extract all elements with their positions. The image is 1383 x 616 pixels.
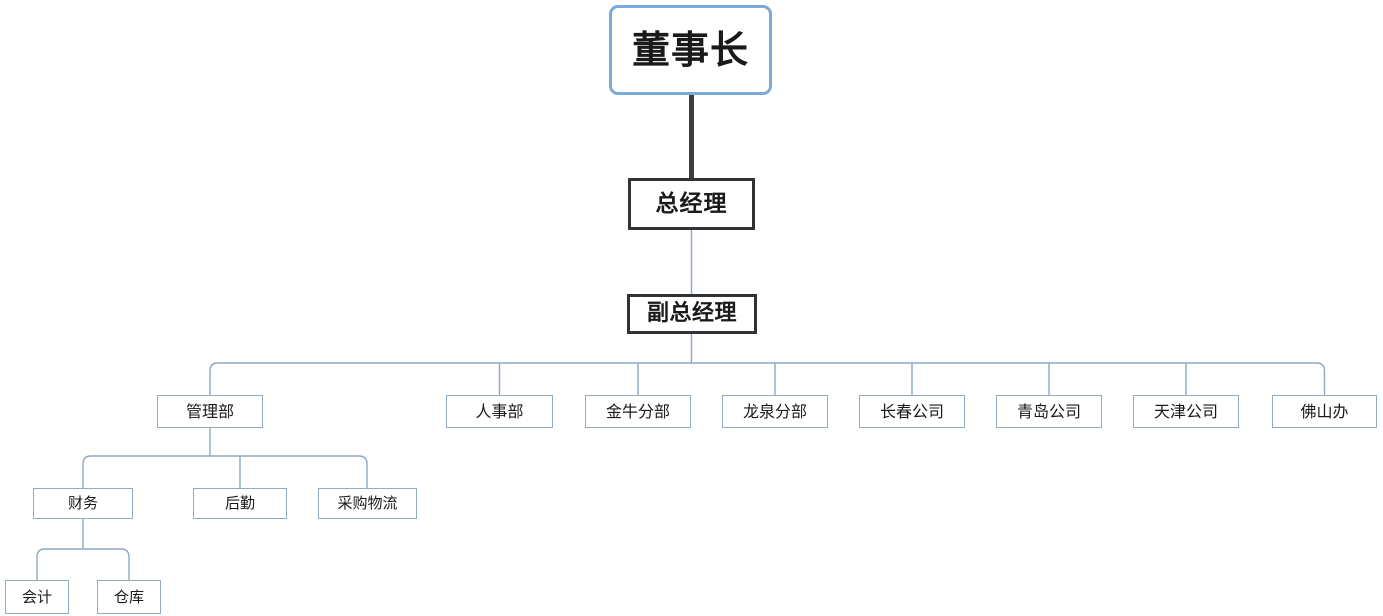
node-procurement-logistics-label: 采购物流 [337,494,398,512]
node-general-manager-label: 总经理 [655,190,728,217]
node-management-dept-label: 管理部 [185,401,234,421]
node-changchun-company-label: 长春公司 [879,401,944,421]
node-longquan-branch[interactable]: 龙泉分部 [722,395,828,428]
node-finance-label: 财务 [67,494,98,512]
node-changchun-company[interactable]: 长春公司 [859,395,965,428]
node-logistics-support[interactable]: 后勤 [193,488,287,519]
node-procurement-logistics[interactable]: 采购物流 [318,488,417,519]
node-logistics-support-label: 后勤 [224,494,255,512]
node-foshan-office[interactable]: 佛山办 [1272,395,1377,428]
node-warehouse-label: 仓库 [113,587,144,606]
node-qingdao-company[interactable]: 青岛公司 [996,395,1102,428]
node-deputy-general-manager[interactable]: 副总经理 [627,294,757,334]
node-jinniu-branch[interactable]: 金牛分部 [585,395,691,428]
node-jinniu-branch-label: 金牛分部 [605,401,670,421]
node-longquan-branch-label: 龙泉分部 [742,401,807,421]
edge-level4-bus [82,455,368,488]
edge-level5-bus [36,548,130,580]
node-hr-dept[interactable]: 人事部 [446,395,553,428]
node-finance[interactable]: 财务 [33,488,133,519]
node-accounting[interactable]: 会计 [5,580,69,614]
node-foshan-office-label: 佛山办 [1300,401,1349,421]
node-accounting-label: 会计 [21,587,52,606]
node-management-dept[interactable]: 管理部 [157,395,263,428]
node-hr-dept-label: 人事部 [475,401,524,421]
node-warehouse[interactable]: 仓库 [97,580,161,614]
node-qingdao-company-label: 青岛公司 [1016,401,1081,421]
node-deputy-general-manager-label: 副总经理 [646,301,737,326]
node-chairman-label: 董事长 [631,28,749,72]
node-general-manager[interactable]: 总经理 [628,178,755,230]
node-tianjin-company-label: 天津公司 [1153,401,1218,421]
node-chairman[interactable]: 董事长 [609,5,772,95]
node-tianjin-company[interactable]: 天津公司 [1133,395,1239,428]
edge-level3-bus [209,362,1326,395]
